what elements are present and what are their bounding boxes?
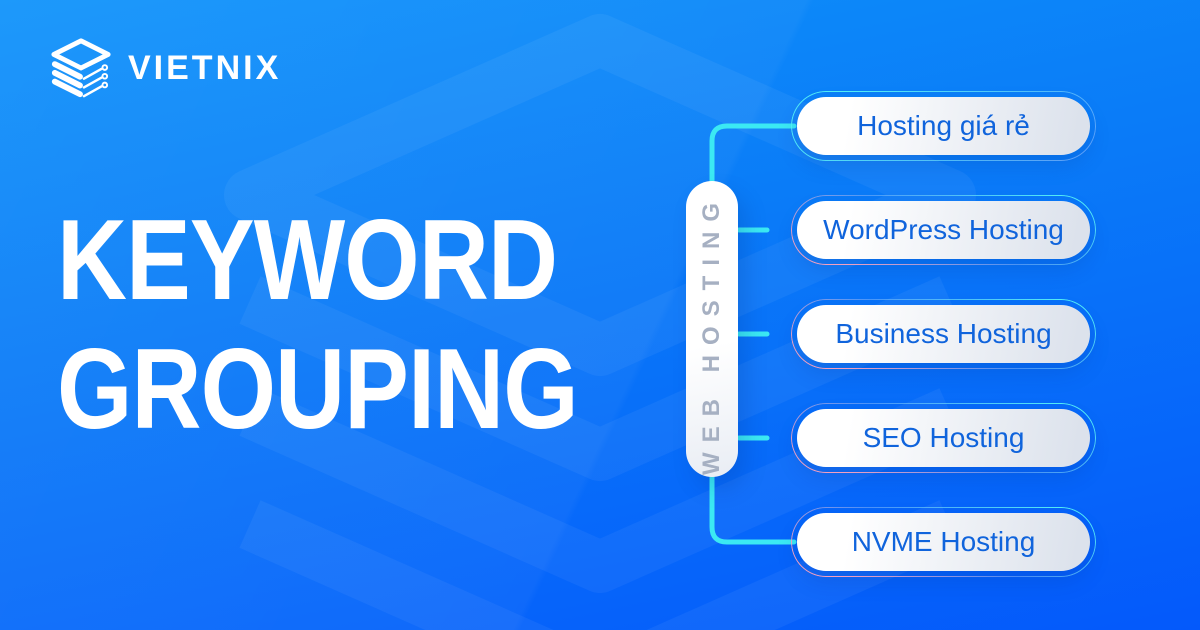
tree-node-wordpress-hosting: WordPress Hosting [791,195,1096,265]
tree-node-label: NVME Hosting [851,526,1036,557]
tree-node-label: Business Hosting [835,318,1052,349]
tree-node-seo-hosting: SEO Hosting [791,403,1096,473]
tree-node-label: Hosting giá rẻ [857,110,1030,141]
title-line-1: KEYWORD [57,197,558,324]
tree-root-web-hosting: WEB HOSTING [686,181,738,477]
brand-name: VIETNIX [128,48,282,87]
tree-node-nvme-hosting: NVME Hosting [791,507,1096,577]
vietnix-stack-icon [48,36,114,100]
title-line-2: GROUPING [57,326,579,453]
tree-node-label: WordPress Hosting [823,214,1064,245]
tree-node-label: SEO Hosting [862,422,1025,453]
tree-node-hosting-gia-re: Hosting giá rẻ [791,91,1096,161]
tree-node-business-hosting: Business Hosting [791,299,1096,369]
page-title: KEYWORD GROUPING [57,196,670,454]
brand-logo: VIETNIX [48,36,281,100]
tree-root-label: WEB HOSTING [698,193,725,475]
